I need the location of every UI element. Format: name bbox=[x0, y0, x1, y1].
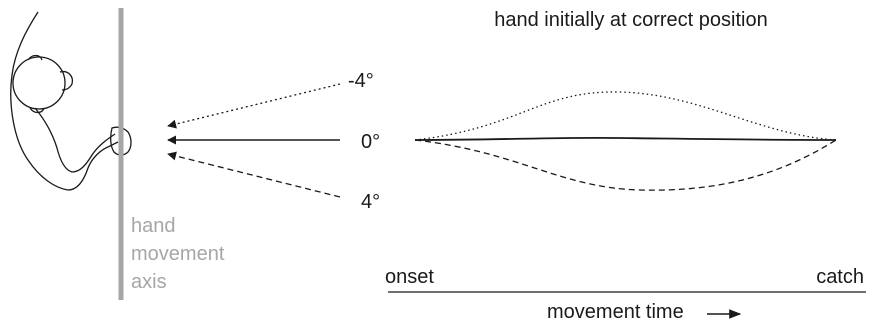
timeline-onset-label: onset bbox=[385, 266, 434, 288]
arrow-minus4 bbox=[167, 83, 341, 129]
axis-label-line2: movement bbox=[131, 243, 225, 265]
arrow-plus4 bbox=[167, 151, 341, 198]
angle-label-minus4: -4° bbox=[348, 70, 374, 92]
person-icon bbox=[10, 11, 132, 191]
movement-time-caption: movement time bbox=[547, 301, 684, 323]
diagram-title: hand initially at correct position bbox=[494, 9, 767, 31]
trajectory-0 bbox=[414, 136, 837, 141]
trajectory-plus4 bbox=[414, 139, 837, 191]
angle-label-0: 0° bbox=[361, 131, 380, 153]
axis-label-line3: axis bbox=[131, 271, 167, 293]
axis-label-line1: hand bbox=[131, 215, 176, 237]
axis-label: hand movement axis bbox=[131, 215, 225, 293]
timeline-catch-label: catch bbox=[816, 266, 864, 288]
angle-label-plus4: 4° bbox=[361, 191, 380, 213]
trajectory-minus4 bbox=[414, 91, 837, 141]
